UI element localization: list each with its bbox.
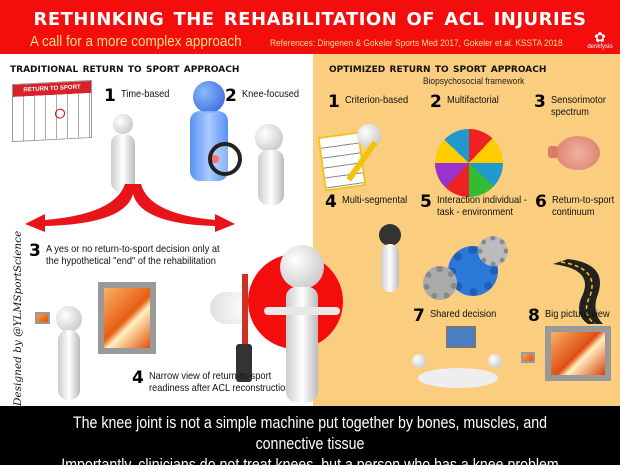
- center-figure: [264, 245, 340, 405]
- footer-banner: The knee joint is not a simple machine p…: [0, 406, 620, 474]
- optimized-item-4: 4 Multi-segmental: [325, 192, 408, 212]
- optimized-subtitle: Biopsychosocial framework: [423, 76, 525, 87]
- doctor-figure: [103, 114, 143, 194]
- brand-logo: ✿ denkfysio: [585, 30, 615, 50]
- gears-illustration: [418, 236, 508, 316]
- calendar-illustration: RETURN TO SPORT: [12, 79, 92, 143]
- optimized-title: Optimized Return to Sport Approach: [329, 60, 547, 75]
- puzzle-globe: [435, 129, 503, 197]
- traditional-item-2: 2 Knee-focused: [225, 86, 299, 106]
- traditional-item-3: 3 A yes or no return-to-sport decision o…: [29, 241, 220, 268]
- optimized-panel: Optimized Return to Sport Approach Biops…: [248, 54, 620, 406]
- small-painting: [35, 312, 50, 324]
- football-player-figure: [373, 224, 413, 294]
- optimized-item-5: 5 Interaction individual -task - environ…: [420, 192, 527, 219]
- header-banner: Rethinking the Rehabilitation of ACL Inj…: [0, 0, 620, 54]
- designer-credit: Designed by @YLMSportScience: [12, 230, 24, 406]
- page-subtitle: A call for a more complex approach: [30, 33, 242, 50]
- big-painting: [545, 326, 611, 381]
- footer-line-1: The knee joint is not a simple machine p…: [72, 414, 548, 453]
- traditional-item-1: 1 Time-based: [104, 86, 170, 106]
- optimized-item-8: 8 Big picture view: [528, 306, 610, 326]
- split-arrow: [25, 184, 235, 232]
- brain-icon: ✿: [594, 29, 606, 45]
- footer-line-2: Importantly, clinicians do not treat kne…: [61, 456, 559, 474]
- meeting-illustration: [408, 326, 508, 404]
- traditional-title: Traditional Return to Sport Approach: [10, 60, 240, 75]
- brain-figure: [548, 136, 604, 190]
- references: References: Dingenen & Gokeler Sports Me…: [270, 38, 563, 49]
- magnifier-figure: [208, 124, 300, 214]
- page-title: Rethinking the Rehabilitation of ACL Inj…: [33, 2, 587, 31]
- traditional-panel: Traditional Return to Sport Approach RET…: [0, 54, 313, 406]
- thinking-figure: [52, 306, 86, 406]
- optimized-item-2: 2 Multifactorial: [430, 92, 499, 112]
- optimized-item-1: 1 Criterion-based: [328, 92, 409, 112]
- pencil-figure: [346, 124, 393, 184]
- small-painting-right: [521, 352, 535, 363]
- road-illustration: [553, 259, 603, 324]
- optimized-item-7: 7 Shared decision: [413, 306, 497, 326]
- painting-frame: [98, 282, 156, 354]
